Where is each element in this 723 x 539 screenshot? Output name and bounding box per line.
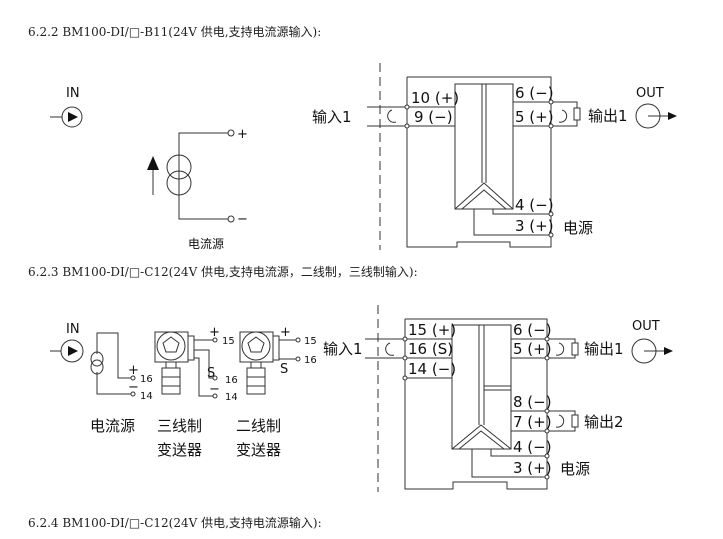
terminal-4: 4 (−) [513, 438, 552, 456]
terminal-15: 15 (+) [408, 321, 456, 339]
plus-sign: + [209, 325, 220, 340]
pin-15: 15 [304, 336, 317, 347]
current-source-label: 电流源 [188, 237, 224, 251]
two-wire-transmitter-icon [239, 331, 301, 395]
terminal-16: 16 (S) [408, 340, 453, 358]
loop-arrow-icon [555, 342, 565, 356]
current-source-icon [90, 332, 136, 397]
diagram-622: IN + − 电流源 [50, 63, 677, 251]
output1-label: 输出1 [588, 107, 628, 125]
pin-16: 16 [225, 375, 238, 386]
terminal-4: 4 (−) [515, 196, 554, 214]
plus-sign: + [237, 127, 248, 142]
power-label: 电源 [563, 219, 593, 237]
loop-arrow-icon [558, 109, 568, 123]
loop-arrow-icon [387, 109, 397, 123]
section-heading-624: 6.2.4 BM100-DI/□-C12(24V 供电,支持电流源输入): [28, 515, 322, 530]
terminal-3: 3 (+) [513, 459, 552, 477]
out-label: OUT [636, 86, 664, 101]
output2-label: 输出2 [584, 413, 624, 431]
terminal-8: 8 (−) [513, 393, 552, 411]
current-source-icon [147, 129, 235, 223]
terminal-6: 6 (−) [515, 84, 554, 102]
output-arrow-icon [635, 103, 677, 129]
section-heading-623: 6.2.3 BM100-DI/□-C12(24V 供电,支持电流源，二线制，三线… [28, 264, 418, 279]
s-sign: S [280, 362, 288, 377]
three-wire-label-line2: 变送器 [157, 441, 202, 459]
terminal-6: 6 (−) [513, 321, 552, 339]
resistor-icon [573, 107, 581, 121]
output-arrow-icon [631, 338, 673, 364]
section-heading-622: 6.2.2 BM100-DI/□-B11(24V 供电,支持电流源输入): [28, 24, 321, 39]
s-sign: S [207, 366, 215, 381]
pin-14: 14 [140, 391, 153, 402]
current-source-label: 电流源 [90, 417, 135, 435]
input1-label: 输入1 [312, 108, 352, 126]
input1-label: 输入1 [323, 340, 363, 358]
terminal-7: 7 (+) [513, 413, 552, 431]
out-label: OUT [632, 319, 660, 334]
pin-16: 16 [304, 355, 317, 366]
minus-sign: − [237, 212, 248, 227]
three-wire-label-line1: 三线制 [157, 417, 202, 435]
plus-sign: + [128, 363, 139, 378]
terminal-10: 10 (+) [411, 89, 459, 107]
in-label: IN [66, 322, 80, 337]
output1-label: 输出1 [584, 340, 624, 358]
terminal-14: 14 (−) [408, 360, 456, 378]
loop-arrow-icon [385, 342, 395, 356]
input-arrow-icon [50, 339, 84, 363]
pin-15: 15 [222, 336, 235, 347]
two-wire-label-line2: 变送器 [236, 441, 281, 459]
pin-16: 16 [140, 374, 153, 385]
plus-sign: + [280, 325, 291, 340]
in-label: IN [66, 86, 80, 101]
pin-14: 14 [225, 392, 238, 403]
terminal-5: 5 (+) [513, 340, 552, 358]
module-outline [367, 76, 581, 248]
minus-sign: − [209, 382, 220, 397]
power-label: 电源 [560, 460, 590, 478]
resistor-icon [571, 414, 579, 428]
minus-sign: − [128, 380, 139, 395]
terminal-3: 3 (+) [515, 217, 554, 235]
three-wire-transmitter-icon [154, 331, 218, 399]
diagram-623: IN + 16 − 14 + [50, 305, 673, 492]
two-wire-label-line1: 二线制 [236, 417, 281, 435]
resistor-icon [571, 342, 579, 356]
loop-arrow-icon [555, 414, 565, 428]
module-outline [365, 318, 579, 490]
terminal-9: 9 (−) [414, 108, 453, 126]
input-arrow-icon [50, 106, 83, 128]
terminal-5: 5 (+) [515, 108, 554, 126]
